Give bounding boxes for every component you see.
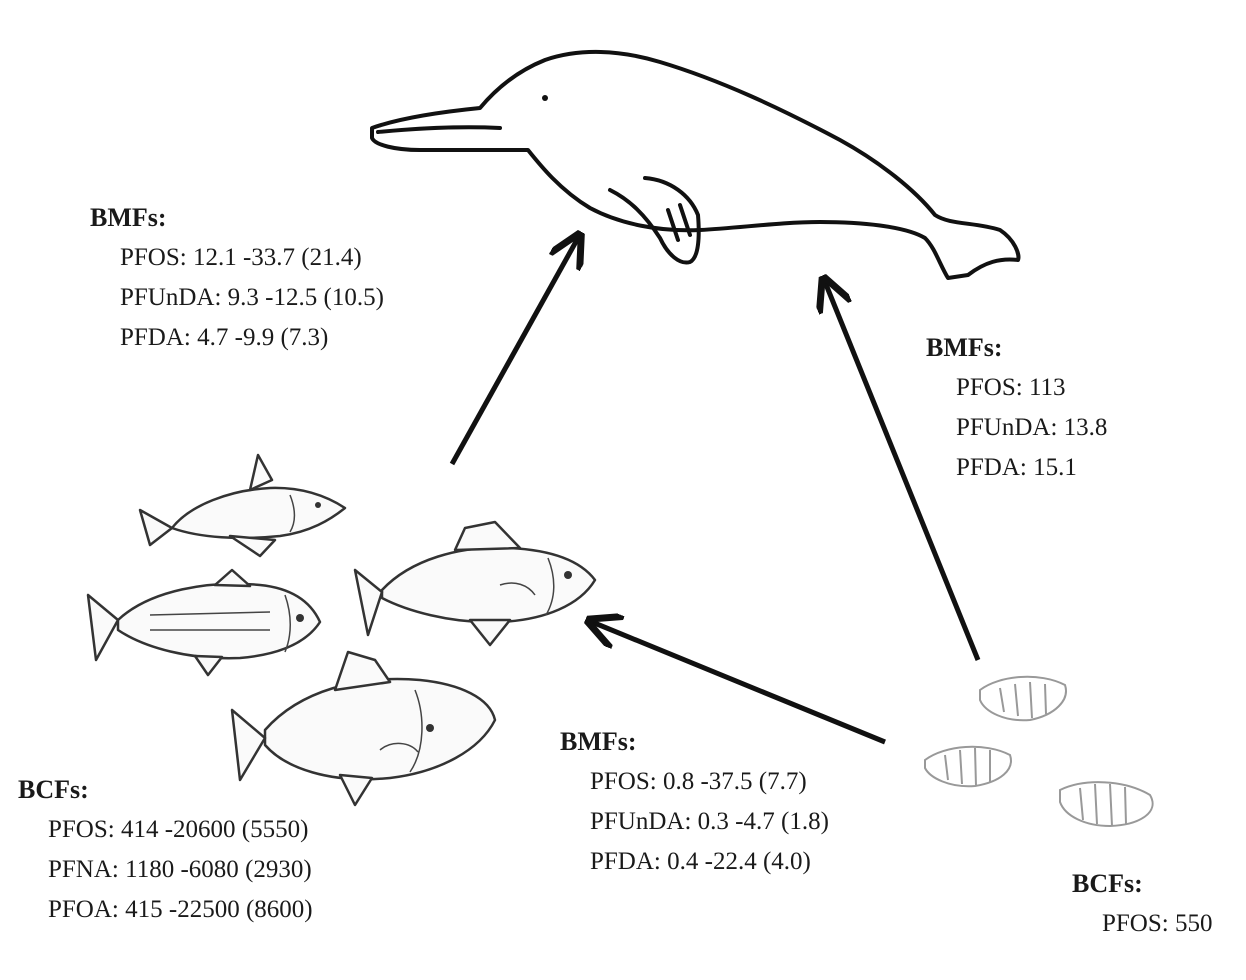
bcf-row: PFOS: 414 -20600 (5550) xyxy=(18,810,313,850)
fish-bcf: BCFs: PFOS: 414 -20600 (5550) PFNA: 1180… xyxy=(18,770,313,930)
bmf-row: PFUnDA: 0.3 -4.7 (1.8) xyxy=(560,802,829,842)
block-heading: BMFs: xyxy=(926,328,1107,368)
fish-icon xyxy=(88,455,595,805)
bmf-row: PFDA: 15.1 xyxy=(926,448,1107,488)
block-heading: BCFs: xyxy=(1072,864,1212,904)
block-heading: BCFs: xyxy=(18,770,313,810)
dolphin-bmf-left: BMFs: PFOS: 12.1 -33.7 (21.4) PFUnDA: 9.… xyxy=(90,198,384,358)
dolphin-icon xyxy=(372,52,1018,278)
block-heading: BMFs: xyxy=(560,722,829,762)
block-heading: BMFs: xyxy=(90,198,384,238)
bcf-row: PFOA: 415 -22500 (8600) xyxy=(18,890,313,930)
bcf-row: PFOS: 550 xyxy=(1072,904,1212,944)
bmf-row: PFOS: 12.1 -33.7 (21.4) xyxy=(90,238,384,278)
dolphin-bmf-right: BMFs: PFOS: 113 PFUnDA: 13.8 PFDA: 15.1 xyxy=(926,328,1107,488)
bmf-row: PFOS: 113 xyxy=(926,368,1107,408)
bcf-row: PFNA: 1180 -6080 (2930) xyxy=(18,850,313,890)
bmf-row: PFUnDA: 9.3 -12.5 (10.5) xyxy=(90,278,384,318)
arrow-fish-to-dolphin xyxy=(452,238,578,464)
bmf-row: PFOS: 0.8 -37.5 (7.7) xyxy=(560,762,829,802)
shrimp-icon xyxy=(925,677,1153,826)
bmf-row: PFDA: 4.7 -9.9 (7.3) xyxy=(90,318,384,358)
shrimp-bcf: BCFs: PFOS: 550 xyxy=(1072,864,1212,944)
fish-bmf: BMFs: PFOS: 0.8 -37.5 (7.7) PFUnDA: 0.3 … xyxy=(560,722,829,882)
bmf-row: PFUnDA: 13.8 xyxy=(926,408,1107,448)
bmf-row: PFDA: 0.4 -22.4 (4.0) xyxy=(560,842,829,882)
